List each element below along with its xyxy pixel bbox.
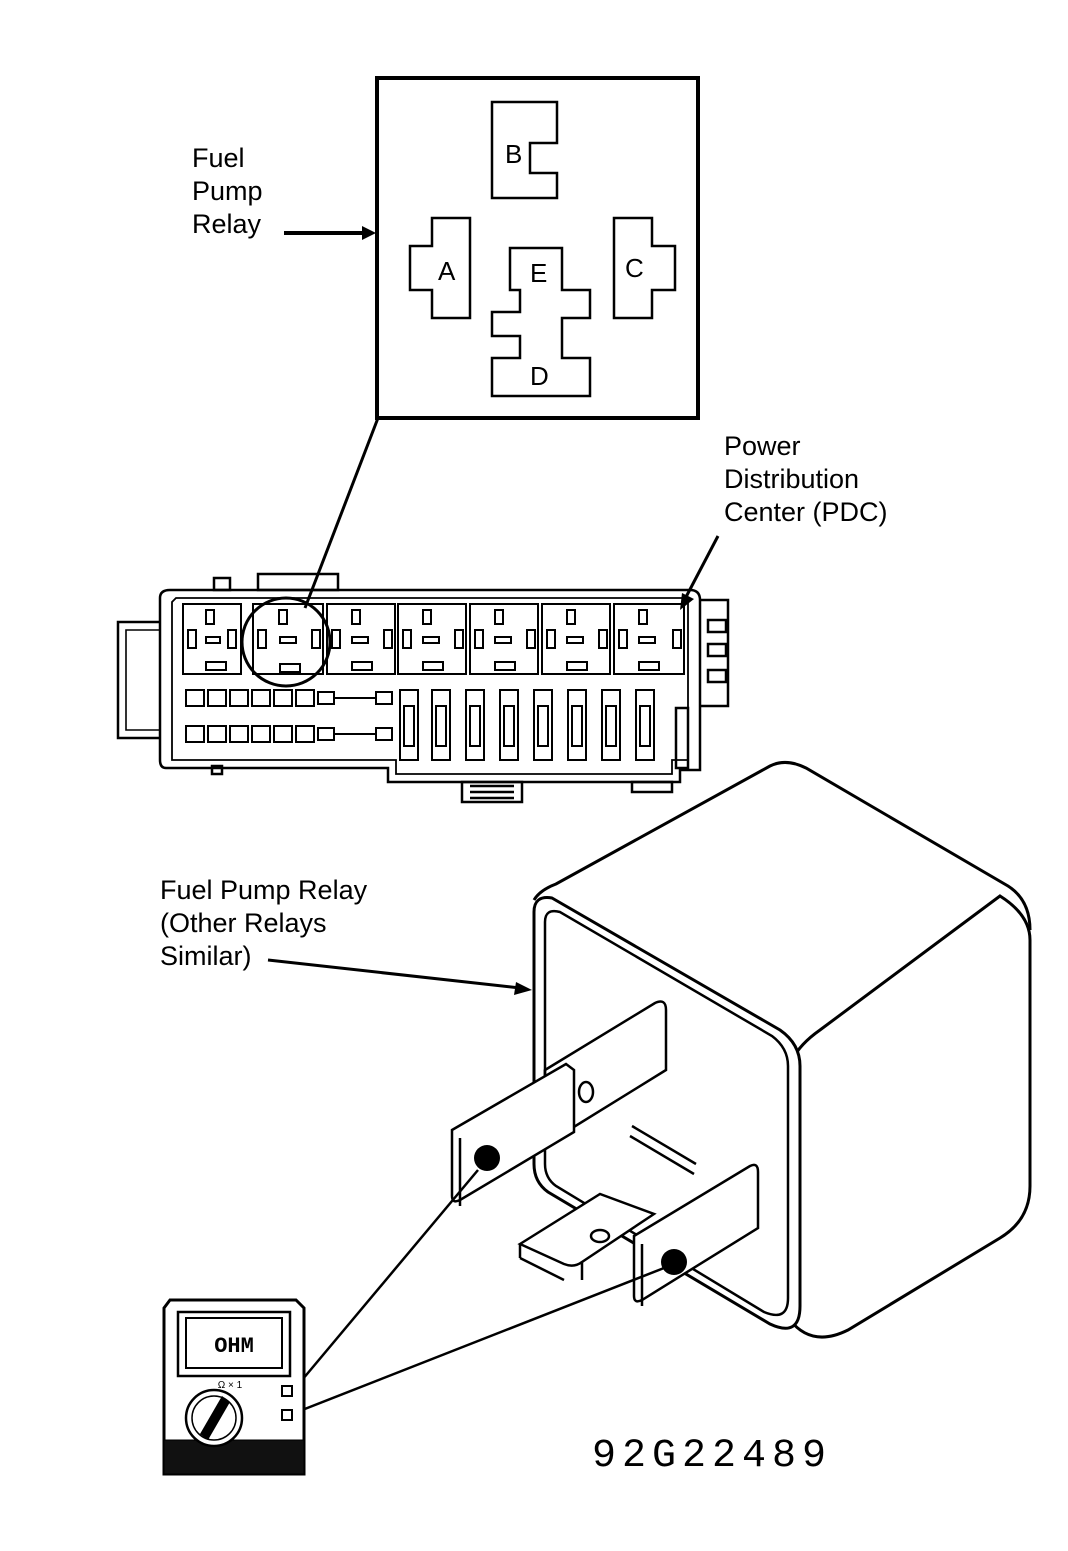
fuel-pump-relay-highlight [240, 596, 332, 688]
fuel-pump-relay-top-label: Fuel Pump Relay [192, 143, 263, 239]
pdc-relay-7 [613, 603, 685, 675]
figure-code: 92G22489 [592, 1434, 833, 1479]
pdc-relay-3 [326, 603, 396, 675]
mini-fuse-row-bottom [185, 725, 393, 743]
pdc-label: Power Distribution Center (PDC) [724, 431, 888, 527]
terminal-a-slot [408, 216, 472, 320]
terminal-c-slot [612, 216, 677, 320]
pdc-relay-4 [397, 603, 467, 675]
probe-point-right [661, 1249, 687, 1275]
pdc-relay-1 [182, 603, 242, 675]
mini-fuse-row-top [185, 689, 393, 707]
ohmmeter: OHM Ω × 1 [162, 1298, 306, 1476]
maxi-fuses [399, 689, 655, 761]
terminal-d-label: D [530, 361, 549, 391]
relay-label-arrow [284, 226, 376, 240]
zoom-callout-line [303, 417, 380, 609]
power-distribution-center [116, 572, 730, 804]
test-leads [291, 1169, 665, 1416]
terminal-a-label: A [438, 256, 456, 286]
ohmmeter-jack-lower [281, 1409, 293, 1421]
ohmmeter-jack-upper [281, 1385, 293, 1397]
ohmmeter-display-text: OHM [214, 1334, 254, 1359]
fuel-pump-relay-bottom-label: Fuel Pump Relay (Other Relays Similar) [160, 875, 368, 971]
terminal-ed-slot [490, 246, 592, 398]
pdc-relay-6 [541, 603, 611, 675]
probe-point-left [474, 1145, 500, 1171]
ohmmeter-range-label: Ω × 1 [218, 1380, 243, 1391]
pdc-fuses [185, 689, 655, 761]
terminal-e-label: E [530, 258, 547, 288]
pdc-relay-5 [469, 603, 539, 675]
terminal-c-label: C [625, 253, 644, 283]
relay-socket-detail: B A E C D [375, 76, 700, 420]
pdc-relay-2 [252, 603, 324, 675]
relay-body-arrow [267, 958, 532, 995]
terminal-b-slot [490, 100, 559, 200]
terminal-b-label: B [505, 139, 522, 169]
pdc-relay-sockets [182, 603, 685, 675]
